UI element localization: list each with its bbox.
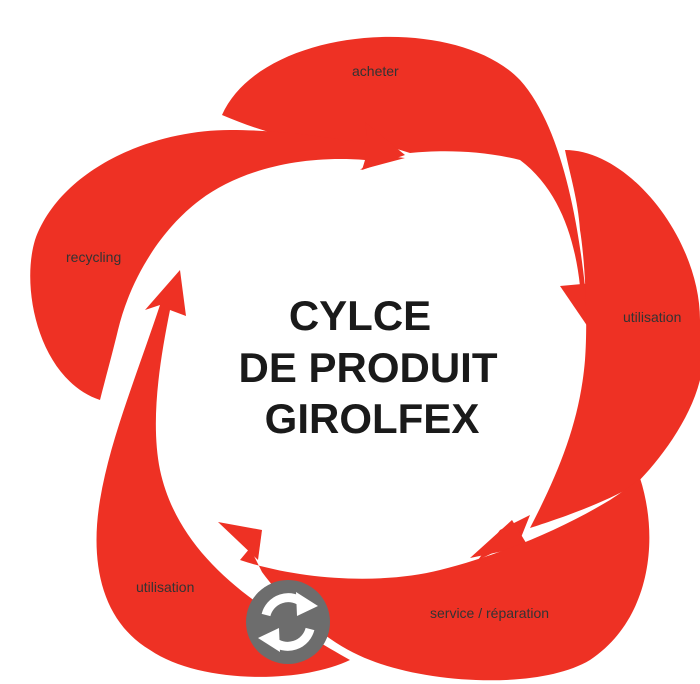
- petal-recycling: [30, 122, 405, 400]
- center-title-line-3: GIROLFEX: [265, 395, 480, 442]
- petal-shape-utilisation-left: [96, 270, 350, 677]
- center-title-line-2: DE PRODUIT: [238, 344, 497, 391]
- petal-utilisation-right: [470, 150, 700, 560]
- refresh-arrow-a: [296, 592, 318, 616]
- refresh-arrow-b: [258, 628, 280, 652]
- refresh-badge: [246, 580, 330, 664]
- stage-label-acheter: acheter: [352, 63, 399, 79]
- stage-label-recycling: recycling: [66, 249, 121, 265]
- petal-acheter: [222, 36, 605, 330]
- stage-label-utilisation-left: utilisation: [136, 579, 194, 595]
- stage-label-utilisation-right: utilisation: [623, 309, 681, 325]
- petal-service: [218, 478, 650, 681]
- petal-utilisation-left: [96, 270, 350, 677]
- petal-shape-recycling: [30, 122, 405, 400]
- petal-shape-acheter: [222, 36, 605, 329]
- petal-shape-utilisation-right: [530, 150, 700, 528]
- petal-shape-service: [240, 478, 650, 681]
- refresh-badge-circle: [246, 580, 330, 664]
- center-title-line-1: CYLCE: [289, 292, 431, 339]
- stage-label-service: service / réparation: [430, 605, 549, 621]
- arrowhead-service: [218, 522, 262, 560]
